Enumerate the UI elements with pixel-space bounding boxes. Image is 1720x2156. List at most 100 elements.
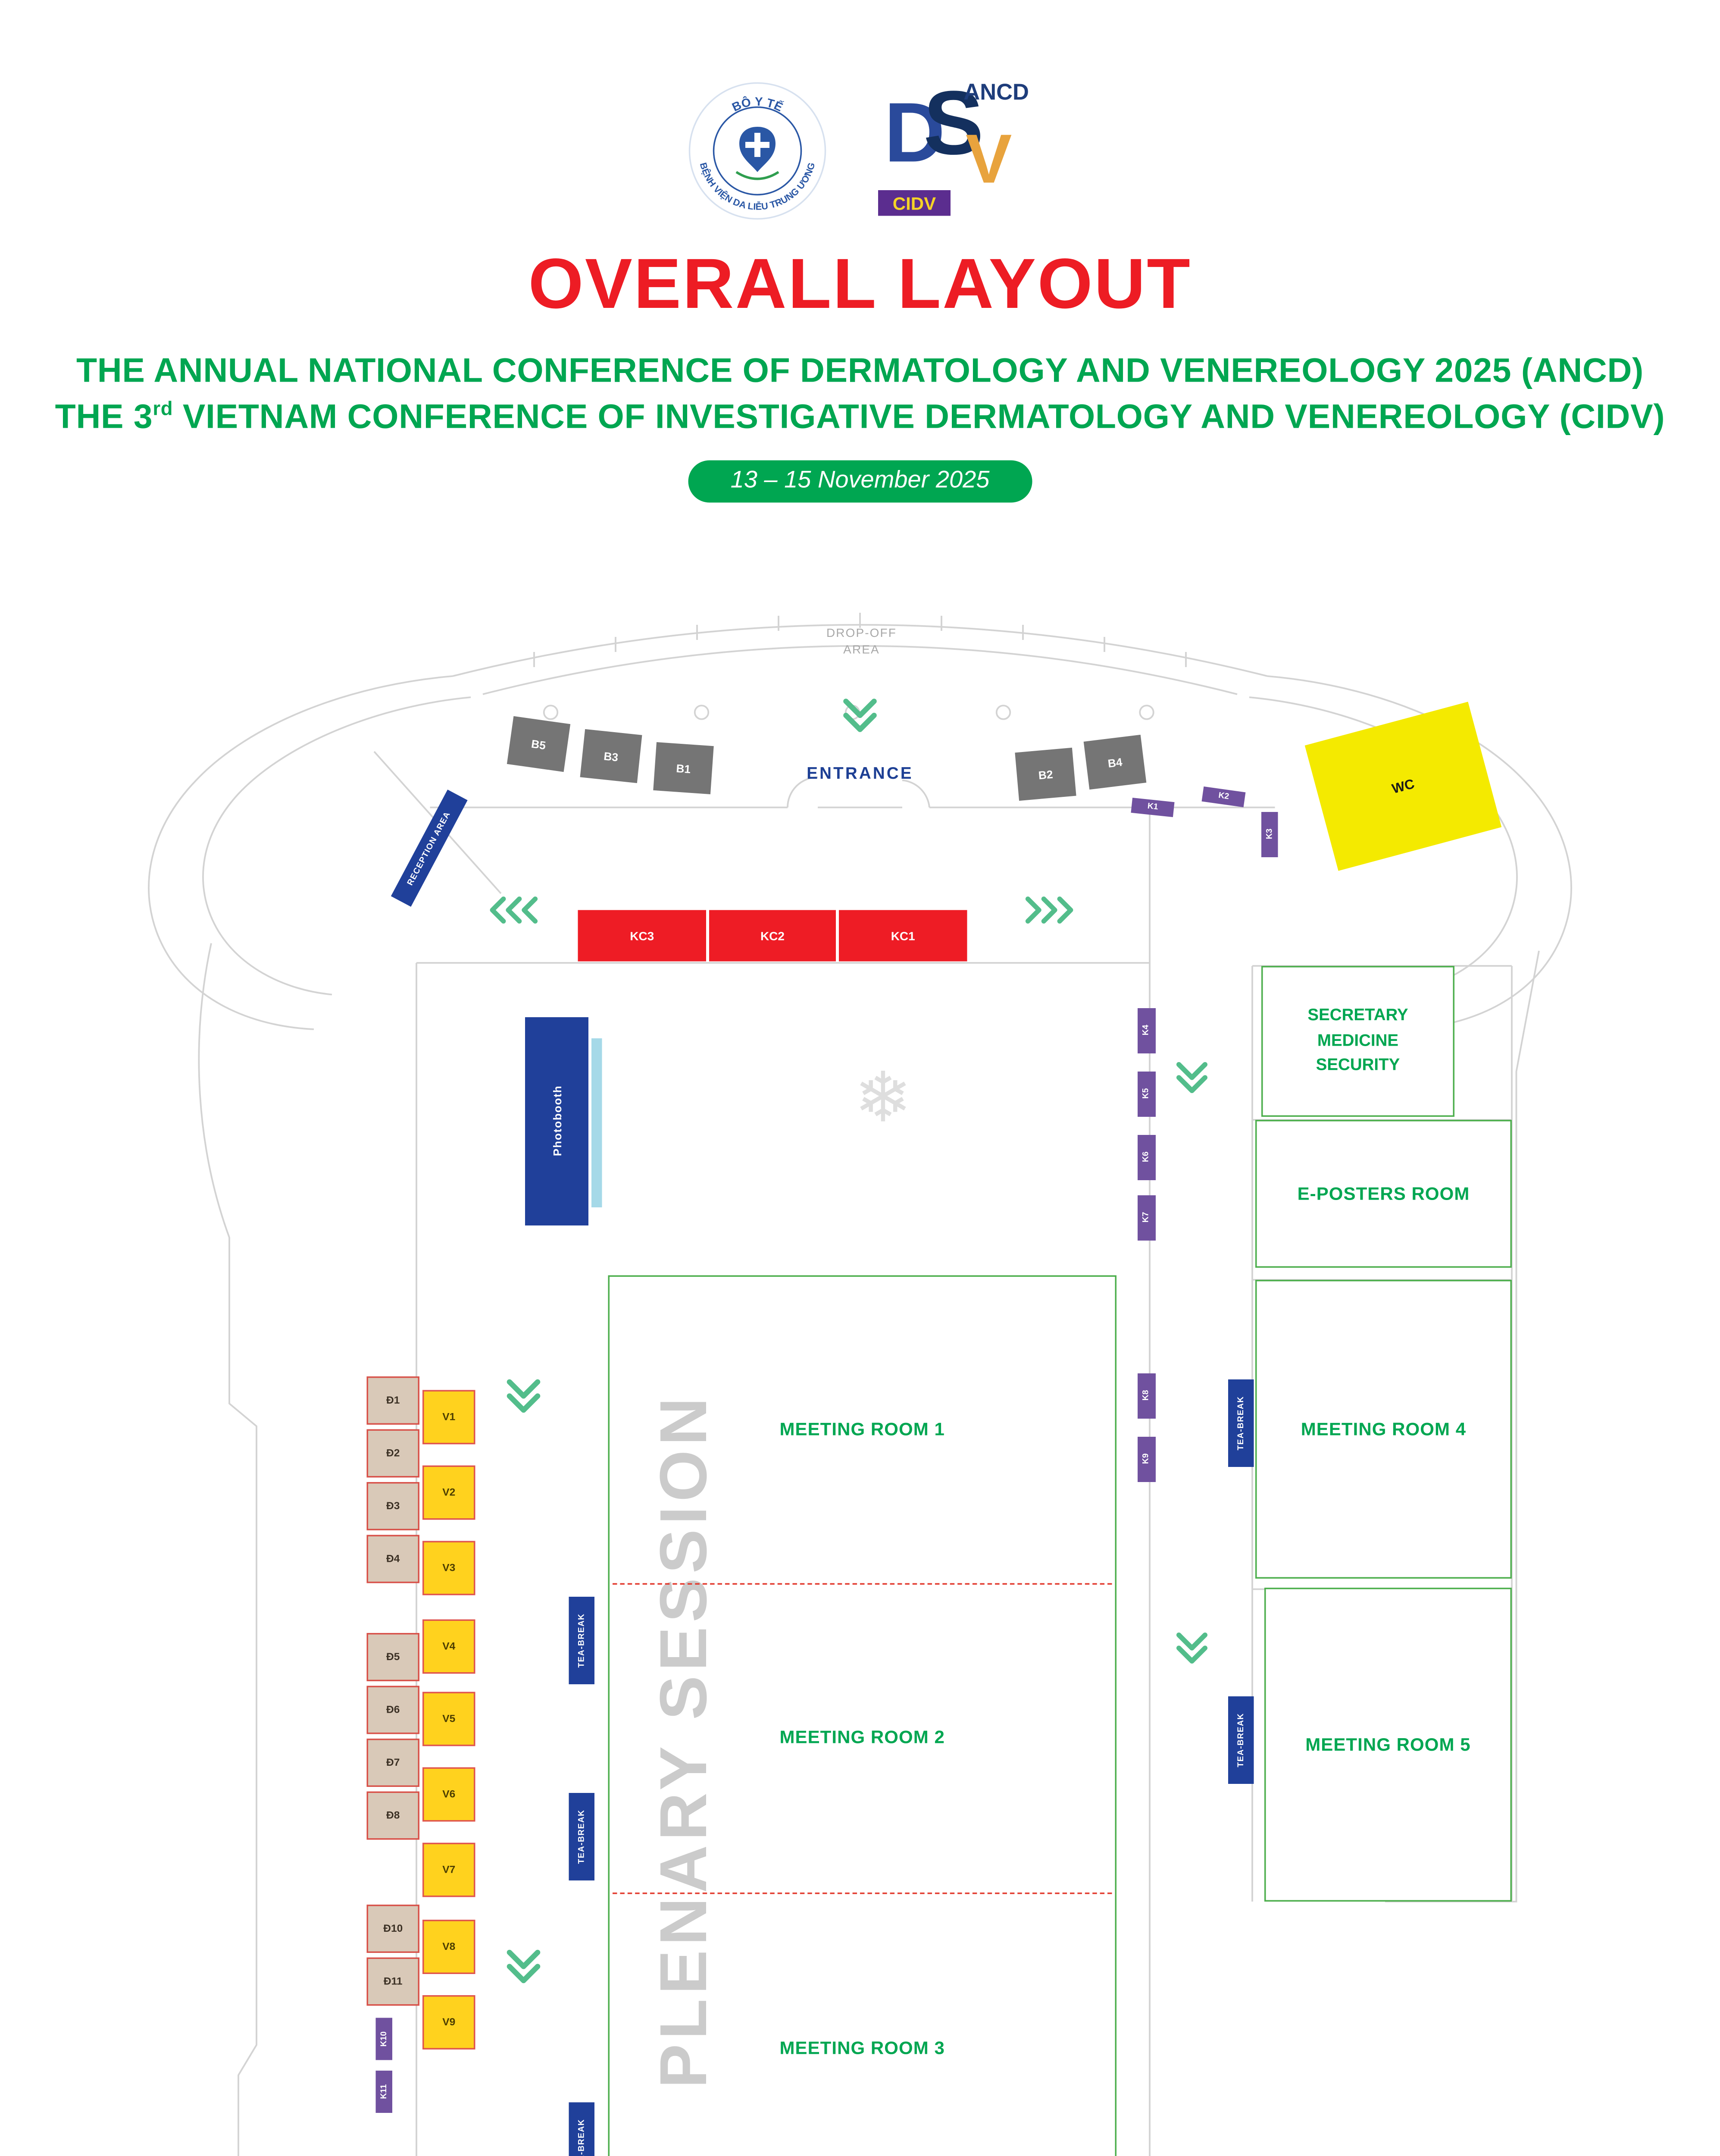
booth-d1: Đ1 [366, 1376, 419, 1425]
chevron-down-icon [1176, 1062, 1208, 1094]
eposters-room-label: E-POSTERS ROOM [1297, 1183, 1470, 1204]
meeting-room-1-label: MEETING ROOM 1 [779, 1419, 945, 1440]
booth-k10: K10 [375, 2018, 392, 2060]
drop-off-line1: DROP-OFF [826, 626, 897, 640]
meeting-room-4-label: MEETING ROOM 4 [1301, 1419, 1467, 1440]
booth-k4: K4 [1138, 1008, 1156, 1053]
secretary-line1: SECRETARY [1307, 1007, 1408, 1025]
conference-logo: D S V ANCD CIDV [878, 78, 1029, 220]
chevron-down-icon [1176, 1632, 1208, 1664]
booth-v5: V5 [422, 1692, 475, 1746]
booth-v7: V7 [422, 1843, 475, 1897]
booth-k3-label: K3 [1265, 829, 1274, 840]
room-divider-dashed [613, 1583, 1112, 1585]
booth-k7: K7 [1138, 1195, 1156, 1241]
subtitle-line-2: THE 3rd VIETNAM CONFERENCE OF INVESTIGAT… [0, 397, 1720, 437]
booth-k3: K3 [1261, 812, 1278, 857]
booth-k5-label: K5 [1142, 1089, 1151, 1100]
subtitle-line-1: THE ANNUAL NATIONAL CONFERENCE OF DERMAT… [76, 351, 1644, 390]
plenary-session-area: PLENARY SESSION MEETING ROOM 1 MEETING R… [608, 1275, 1116, 2156]
tea-break-label: TEA-BREAK [1236, 1713, 1246, 1767]
chevron-left-icon [490, 896, 538, 924]
booth-b1: B1 [653, 742, 714, 795]
photobooth-block: Photobooth [525, 1017, 588, 1225]
tea-break-label: TEA-BREAK [577, 1809, 586, 1864]
snowflake-decor-icon: ❄ [854, 1058, 912, 1137]
ministry-logo-emblem-icon [735, 127, 779, 180]
photobooth-label: Photobooth [550, 1086, 564, 1157]
tea-break-label: TEA-BREAK [1236, 1396, 1246, 1451]
tea-break-bar: TEA-BREAK [1228, 1379, 1254, 1467]
booth-k9-label: K9 [1142, 1454, 1151, 1465]
entrance-label: ENTRANCE [807, 765, 913, 783]
secretary-line3: SECURITY [1316, 1056, 1400, 1075]
meeting-room-3-label: MEETING ROOM 3 [779, 2037, 945, 2059]
secretary-line2: MEDICINE [1317, 1032, 1399, 1050]
logo-letter-s: S [923, 72, 984, 174]
booth-k6: K6 [1138, 1135, 1156, 1180]
booth-k8: K8 [1138, 1373, 1156, 1419]
plenary-session-label-wrap: PLENARY SESSION [617, 1277, 753, 2156]
date-badge: 13 – 15 November 2025 [688, 460, 1032, 503]
booth-v9: V9 [422, 1995, 475, 2049]
booth-d7: Đ7 [366, 1739, 419, 1787]
booth-k7-label: K7 [1142, 1213, 1151, 1223]
subtitle2-rest: VIETNAM CONFERENCE OF INVESTIGATIVE DERM… [173, 398, 1665, 436]
meeting-room-2-label: MEETING ROOM 2 [779, 1727, 945, 1748]
booth-b4: B4 [1083, 734, 1147, 790]
booth-k8-label: K8 [1142, 1391, 1151, 1401]
booth-d3: Đ3 [366, 1482, 419, 1530]
booth-k4-label: K4 [1142, 1025, 1151, 1036]
wc-label: WC [1390, 776, 1416, 797]
eposters-room: E-POSTERS ROOM [1255, 1120, 1512, 1268]
booth-k11: K11 [375, 2071, 392, 2113]
tea-break-bar: TEA-BREAK [569, 1597, 594, 1684]
logo-letter-d: D [884, 85, 945, 180]
booth-b3: B3 [580, 729, 642, 783]
meeting-room-4: MEETING ROOM 4 [1255, 1280, 1512, 1579]
chevron-down-icon [507, 1949, 541, 1984]
logo-cidv-text: CIDV [892, 192, 936, 214]
secretary-room: SECRETARY MEDICINE SECURITY [1261, 966, 1454, 1117]
tea-break-bar: TEA-BREAK [569, 1793, 594, 1880]
subtitle2-prefix: THE 3 [55, 398, 153, 436]
logo-letter-v: V [966, 119, 1012, 198]
booth-kc2: KC2 [709, 910, 836, 962]
tea-break-label: TEA-BREAK [577, 1613, 586, 1668]
booth-kc1: KC1 [839, 910, 967, 962]
booth-k5: K5 [1138, 1072, 1156, 1117]
ministry-hospital-logo: BỘ Y TẾ BỆNH VIỆN DA LIỄU TRUNG ƯƠNG [688, 82, 826, 220]
booth-v6: V6 [422, 1767, 475, 1822]
booth-k11-label: K11 [379, 2084, 389, 2100]
photobooth-strip [591, 1038, 602, 1207]
booth-k9: K9 [1138, 1437, 1156, 1482]
booth-kc3: KC3 [578, 910, 706, 962]
booth-d4: Đ4 [366, 1535, 419, 1583]
booth-v3: V3 [422, 1541, 475, 1595]
page-title: OVERALL LAYOUT [528, 243, 1192, 323]
booth-d2: Đ2 [366, 1429, 419, 1478]
booth-v4: V4 [422, 1619, 475, 1674]
meeting-room-5-label: MEETING ROOM 5 [1305, 1734, 1471, 1755]
chevron-down-icon [843, 699, 877, 732]
chevron-down-icon [507, 1379, 541, 1413]
drop-off-line2: AREA [843, 643, 880, 657]
booth-b2: B2 [1015, 747, 1076, 801]
subtitle2-ordinal: rd [153, 397, 173, 420]
meeting-room-5: MEETING ROOM 5 [1264, 1588, 1512, 1902]
logo-cidv-badge: CIDV [878, 190, 951, 216]
booth-d11: Đ11 [366, 1957, 419, 2006]
booth-v8: V8 [422, 1920, 475, 1974]
booth-d6: Đ6 [366, 1686, 419, 1734]
tea-break-bar: TEA-BREAK [569, 2102, 594, 2156]
booth-k6-label: K6 [1142, 1152, 1151, 1163]
booth-v2: V2 [422, 1465, 475, 1520]
booth-d5: Đ5 [366, 1633, 419, 1681]
tea-break-label: TEA-BREAK [577, 2119, 586, 2156]
drop-off-area-label: DROP-OFF AREA [779, 625, 944, 658]
booth-k10-label: K10 [379, 2031, 389, 2047]
chevron-right-icon [1025, 896, 1073, 924]
booth-b5: B5 [507, 716, 571, 772]
booth-d8: Đ8 [366, 1791, 419, 1840]
